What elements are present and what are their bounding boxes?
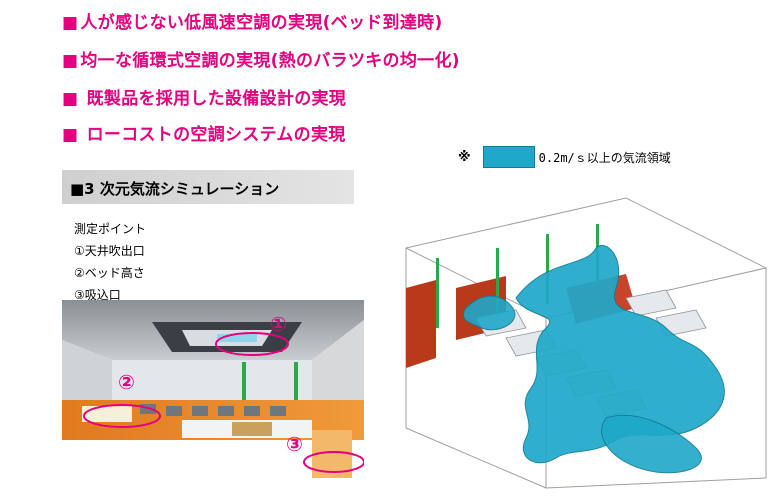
- bullet-uniform-circulation: ■均一な循環式空調の実現(熱のバラツキの均一化): [62, 46, 460, 71]
- bullet-mark: ■: [62, 51, 79, 71]
- measurement-points: 測定ポイント ①天井吹出口 ②ベッド高さ ③吸込口: [74, 218, 146, 306]
- bullet-text: 人が感じない低風速空調の実現(ベッド到達時): [80, 13, 443, 33]
- bullet-mark: ■: [62, 13, 79, 33]
- measurement-item-intake: ③吸込口: [74, 288, 121, 302]
- legend-text: 0.2m/ｓ以上の気流領域: [538, 150, 671, 165]
- section-title: ■3 次元気流シミュレーション: [70, 180, 280, 198]
- airflow-simulation-image: [405, 197, 767, 489]
- bullet-text: 均一な循環式空調の実現(熱のバラツキの均一化): [80, 51, 460, 71]
- legend-swatch: [482, 146, 535, 168]
- bullet-low-cost: ■ ローコストの空調システムの実現: [62, 120, 346, 145]
- measurement-item-ceiling-outlet: ①天井吹出口: [74, 244, 145, 258]
- marker-1: ①: [270, 312, 287, 336]
- bullet-text: ローコストの空調システムの実現: [80, 125, 346, 145]
- bullet-text: 既製品を採用した設備設計の実現: [80, 89, 347, 109]
- measurement-item-bed-height: ②ベッド高さ: [74, 266, 145, 280]
- bullet-mark: ■: [62, 89, 79, 109]
- marker-3: ③: [286, 432, 303, 456]
- bullet-off-the-shelf: ■ 既製品を採用した設備設計の実現: [62, 84, 346, 109]
- bullet-mark: ■: [62, 125, 79, 145]
- bullet-low-velocity: ■人が感じない低風速空調の実現(ベッド到達時): [62, 8, 443, 33]
- flow-legend: ※ 0.2m/ｓ以上の気流領域: [458, 146, 671, 168]
- marker-2: ②: [118, 370, 135, 394]
- measurement-heading: 測定ポイント: [74, 222, 147, 236]
- room-perspective-image: [62, 300, 364, 490]
- section-header-bar: ■3 次元気流シミュレーション: [62, 170, 354, 204]
- legend-note-mark: ※: [458, 149, 471, 165]
